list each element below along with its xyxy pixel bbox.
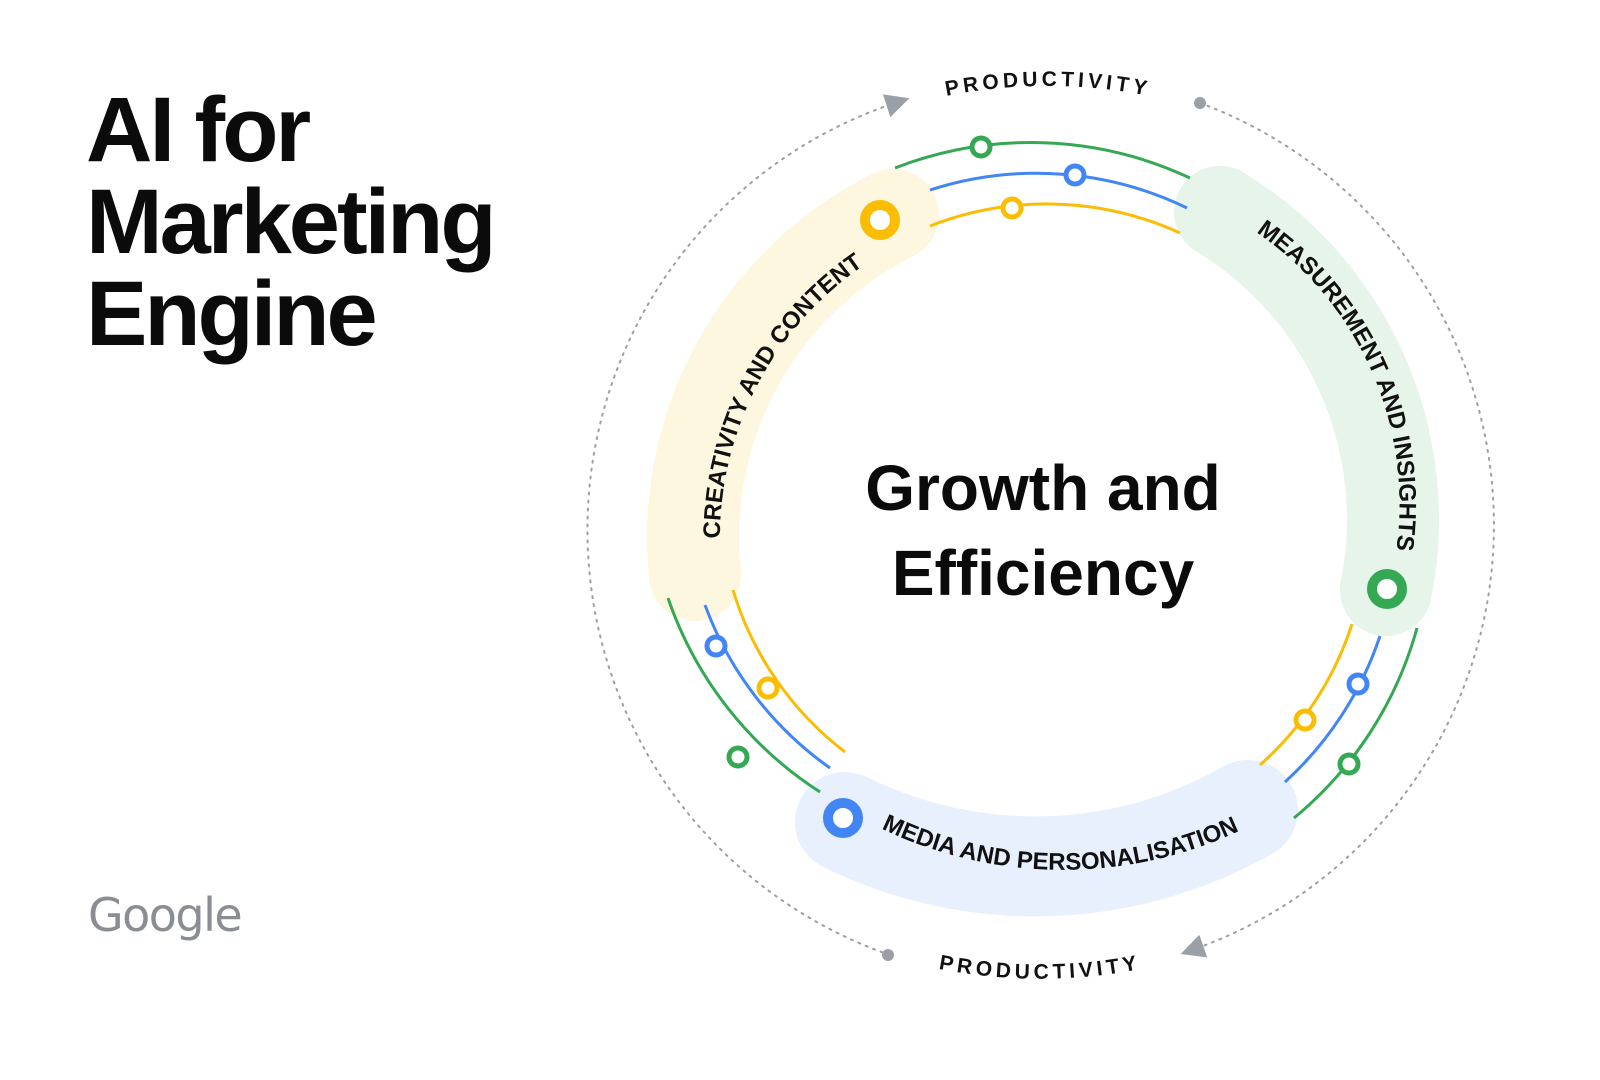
media-marker bbox=[823, 798, 863, 838]
yellow-ring-marker bbox=[1000, 196, 1024, 220]
green-ring-top bbox=[894, 141, 1191, 180]
green-ring-marker bbox=[726, 745, 750, 769]
blue-ring-marker bbox=[1063, 163, 1087, 187]
measurement-marker bbox=[1367, 569, 1407, 609]
yellow-ring-left bbox=[731, 589, 846, 754]
yellow-ring-right bbox=[1259, 623, 1354, 767]
blue-ring-marker bbox=[704, 634, 728, 658]
productivity-label-bottom: PRODUCTIVITY bbox=[938, 951, 1143, 984]
title-line-2: Marketing bbox=[86, 171, 497, 273]
center-title-line-2: Efficiency bbox=[892, 537, 1195, 609]
green-ring-marker bbox=[969, 135, 993, 159]
blue-ring-top bbox=[929, 171, 1188, 210]
page-title: AI for Marketing Engine bbox=[86, 79, 497, 365]
green-ring-right bbox=[1293, 627, 1419, 820]
yellow-ring-marker bbox=[1293, 708, 1317, 732]
productivity-label-top: PRODUCTIVITY bbox=[943, 68, 1153, 101]
media-band bbox=[795, 760, 1298, 917]
center-title-line-1: Growth and bbox=[865, 452, 1221, 524]
blue-ring-left bbox=[703, 604, 831, 770]
green-ring-marker bbox=[1337, 752, 1361, 776]
green-ring-left bbox=[666, 597, 821, 794]
blue-ring-right bbox=[1283, 635, 1382, 784]
productivity-arc-left bbox=[586, 94, 910, 956]
google-logo: Google bbox=[88, 888, 243, 942]
yellow-ring-marker bbox=[756, 676, 780, 700]
yellow-ring-top bbox=[929, 202, 1181, 235]
measurement-band bbox=[1174, 166, 1439, 636]
title-line-1: AI for bbox=[86, 79, 311, 181]
productivity-arc-right bbox=[1180, 102, 1495, 958]
title-line-3: Engine bbox=[86, 263, 378, 365]
blue-ring-marker bbox=[1346, 672, 1370, 696]
creativity-marker bbox=[860, 200, 900, 240]
productivity-dot-top bbox=[1194, 97, 1206, 109]
creativity-band bbox=[647, 169, 939, 621]
productivity-dot-bottom bbox=[882, 949, 894, 961]
